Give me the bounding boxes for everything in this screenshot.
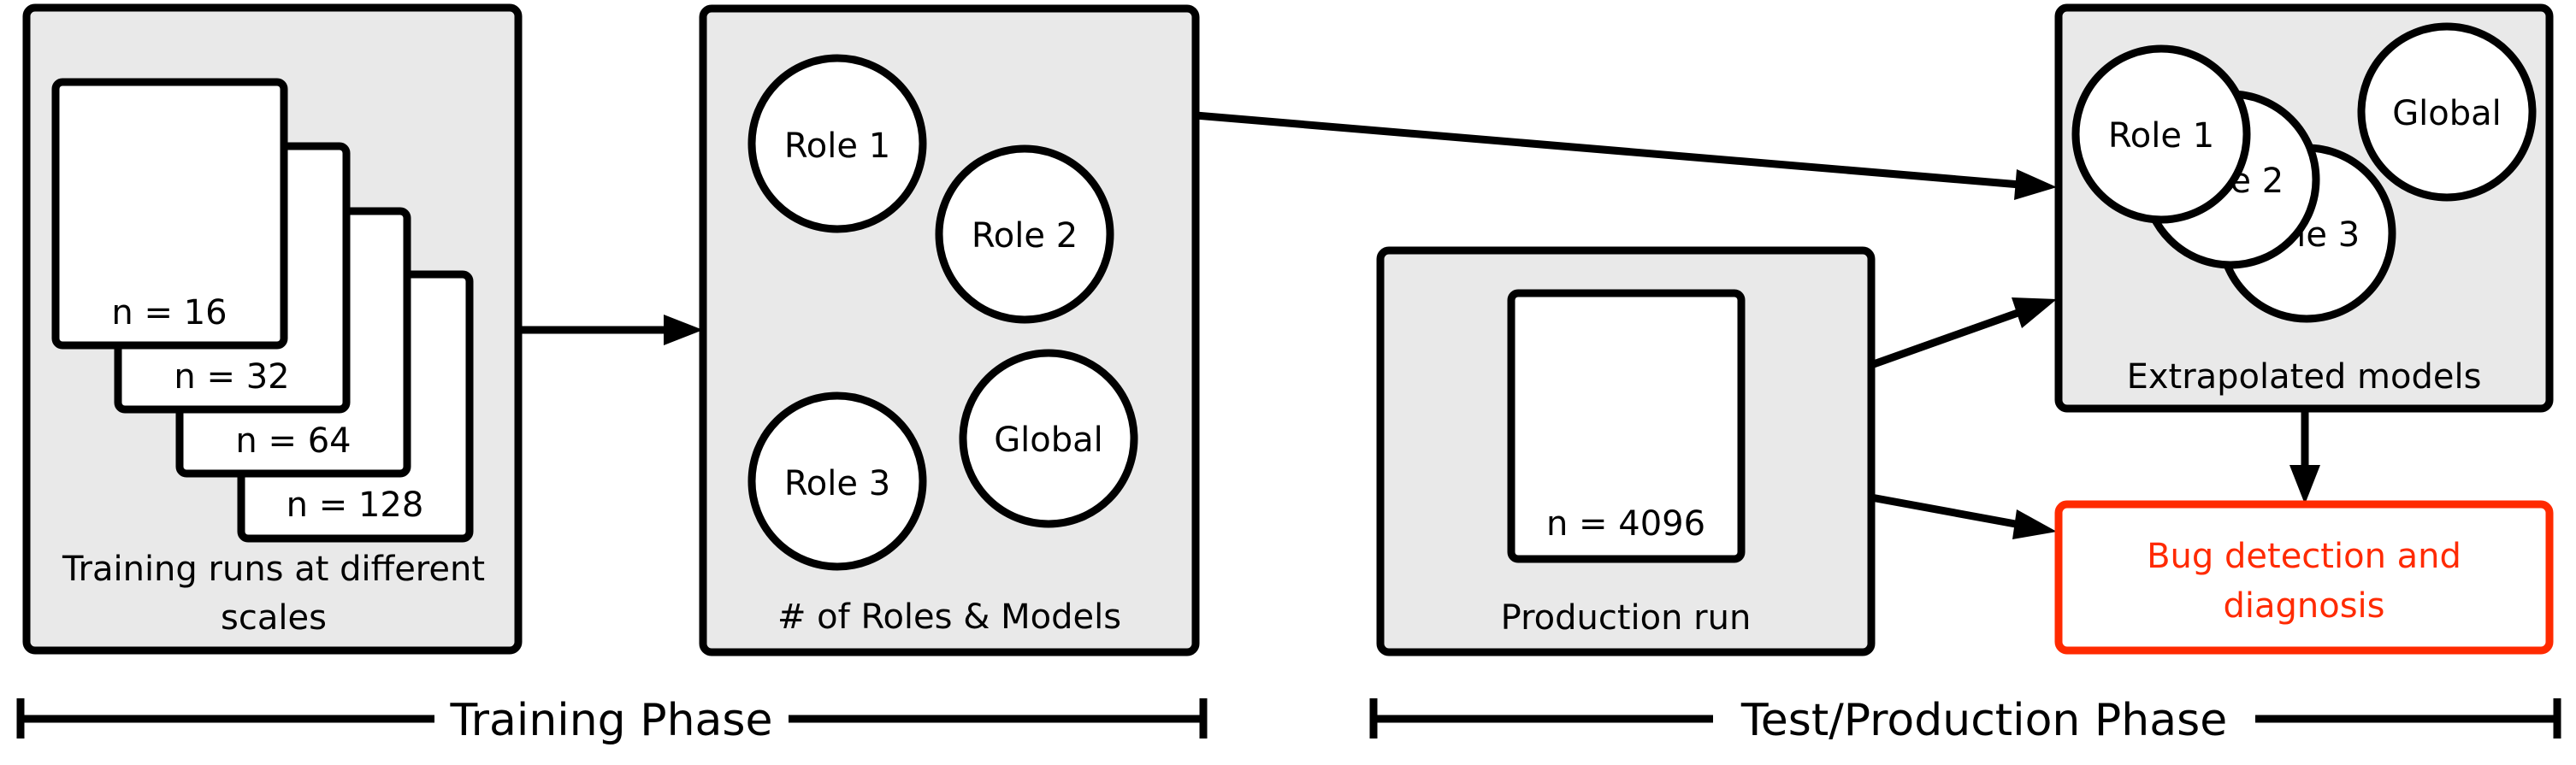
role-1-label: Role 1 (784, 127, 890, 166)
test-production-phase-label: Test/Production Phase (1740, 695, 2227, 746)
training-run-label-32: n = 32 (174, 357, 289, 397)
arrowhead-icon (2012, 297, 2057, 328)
arrowhead-icon (2014, 169, 2057, 200)
extrapolated-global-circle-shape (2357, 22, 2537, 202)
roles-models-caption: # of Roles & Models (777, 597, 1121, 637)
training-run-label-128: n = 128 (287, 485, 424, 525)
arrow-extrapolated-to-bug-detection (2289, 409, 2320, 504)
roles-models-panel: Role 1 Role 2 Role 3 Global # of Roles &… (699, 4, 1200, 656)
extrapolated-role-1-circle-shape (2071, 44, 2251, 224)
extrapolated-models-panel: Role 3 Role 2 Role 1 Global Extrapolated… (2054, 3, 2554, 413)
arrowhead-icon (664, 315, 703, 345)
bug-detection-box: Bug detection and diagnosis (2054, 500, 2554, 655)
role-2-circle-shape (935, 144, 1114, 324)
production-run-panel: n = 4096 Production run (1376, 246, 1876, 656)
training-runs-panel: n = 128 n = 64 n = 32 n = 16 Training ru… (22, 3, 523, 655)
role-3-circle: Role 3 (747, 391, 927, 571)
extrapolated-role-1-label: Role 1 (2108, 116, 2214, 156)
arrow-production-to-extrapolated (1870, 297, 2057, 369)
bug-detection-line1: Bug detection and (2147, 537, 2461, 576)
extrapolated-global-label: Global (2392, 94, 2502, 133)
extrapolated-models-caption: Extrapolated models (2127, 357, 2482, 397)
training-run-label-64: n = 64 (235, 421, 351, 461)
test-production-phase-bracket: Test/Production Phase (1369, 695, 2561, 746)
extrapolated-role-1-circle: Role 1 (2071, 44, 2251, 224)
global-circle: Global (959, 349, 1138, 528)
arrow-production-to-bug-detection (1870, 493, 2057, 539)
training-run-label-16: n = 16 (111, 293, 227, 332)
role-2-circle: Role 2 (935, 144, 1114, 324)
arrow-line (1195, 111, 2021, 189)
role-1-circle: Role 1 (747, 54, 927, 233)
arrow-training-to-roles (518, 315, 703, 345)
production-run-card-label: n = 4096 (1546, 504, 1705, 544)
arrowhead-icon (2289, 465, 2320, 504)
extrapolated-global-circle: Global (2357, 22, 2537, 202)
role-3-circle-shape (747, 391, 927, 571)
arrow-roles-to-extrapolated (1195, 111, 2057, 200)
bug-detection-line2: diagnosis (2223, 586, 2384, 626)
global-label: Global (994, 421, 1103, 460)
production-run-caption: Production run (1501, 598, 1752, 638)
training-phase-label: Training Phase (450, 695, 773, 746)
arrow-line (1870, 493, 2021, 529)
arrowhead-icon (2012, 509, 2057, 539)
training-runs-caption-line2: scales (221, 598, 327, 638)
training-run-card-16: n = 16 (51, 78, 288, 350)
arrow-line (1870, 307, 2024, 369)
training-run-card-16-box (51, 78, 288, 350)
role-1-circle-shape (747, 54, 927, 233)
role-3-label: Role 3 (784, 464, 890, 503)
training-phase-bracket: Training Phase (16, 695, 1208, 746)
global-circle-shape (959, 349, 1138, 528)
production-run-card (1507, 289, 1746, 563)
training-runs-caption-line1: Training runs at different (62, 550, 485, 589)
role-2-label: Role 2 (972, 216, 1078, 256)
bug-detection-box-shape (2054, 500, 2554, 655)
